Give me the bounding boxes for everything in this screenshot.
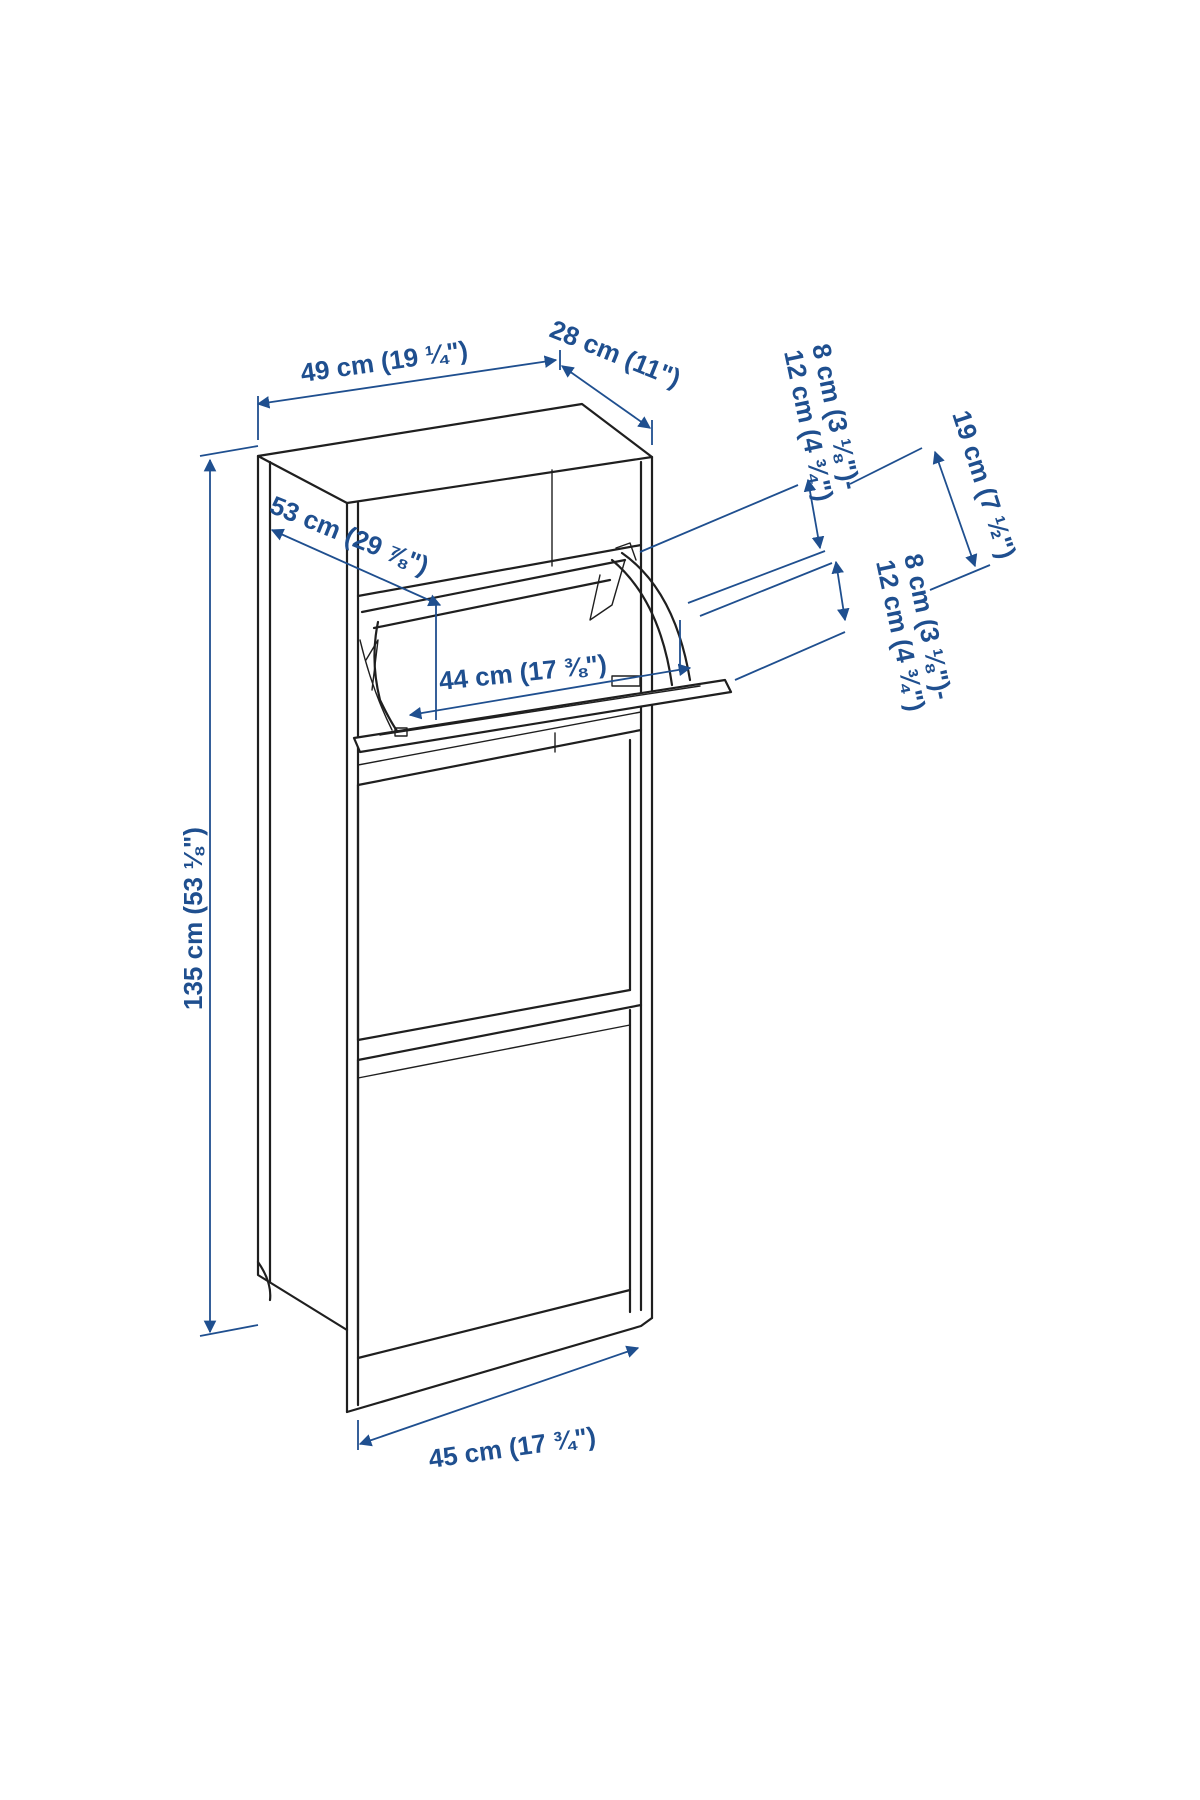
height-label: 135 cm (53 ⅛") [178,827,208,1010]
top-width-label: 49 cm (19 ¼") [299,335,470,388]
inner-width-label: 44 cm (17 ⅜") [437,649,608,696]
dimension-labels: 49 cm (19 ¼") 28 cm (11") 135 cm (53 ⅛")… [178,314,1022,1474]
cabinet-outline [256,402,654,1414]
bottom-width-label: 45 cm (17 ¾") [427,1421,598,1474]
middle-drawer [356,711,643,1042]
compartment-height-label: 19 cm (7 ½") [946,407,1022,563]
top-depth-label: 28 cm (11") [546,314,685,394]
dimension-lines [199,350,991,1450]
bottom-drawer [356,1003,643,1342]
